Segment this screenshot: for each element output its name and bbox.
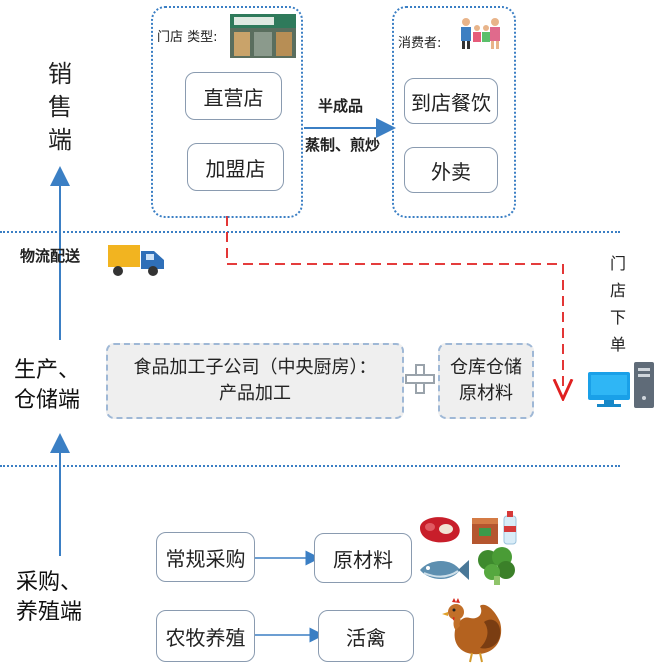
dine-in-box: 到店餐饮 (404, 78, 498, 124)
meat-icon (420, 517, 460, 543)
store-order-char: 店 (609, 281, 626, 300)
franchise-store-box: 加盟店 (187, 143, 284, 191)
tier-sales-char: 销 (48, 60, 72, 88)
store-type-label: 门店 类型: (157, 30, 218, 45)
separator-sales-production (0, 231, 620, 233)
fish-icon (420, 560, 469, 580)
warehouse-line1: 仓库仓储 (450, 357, 522, 378)
store-order-char: 单 (609, 335, 626, 354)
store-order-dashed-line (226, 216, 563, 390)
product-flow-line2: 蒸制、煎炒 (305, 136, 381, 154)
warehouse-line2: 原材料 (459, 383, 513, 404)
tier-sales-char: 售 (48, 93, 72, 121)
plus-icon (405, 364, 435, 394)
raw-materials-box: 原材料 (314, 533, 412, 583)
store-order-char: 门 (609, 254, 626, 273)
store-order-char: 下 (609, 308, 626, 327)
logistics-label: 物流配送 (20, 247, 81, 265)
consumer-group (392, 6, 516, 218)
tier-production: 生产、 仓储端 (14, 356, 80, 416)
farming-box: 农牧养殖 (156, 610, 255, 662)
warehouse-box: 仓库仓储 原材料 (438, 343, 534, 419)
tier-production-line1: 生产、 (14, 358, 81, 383)
takeout-box: 外卖 (404, 147, 498, 193)
hen-icon (442, 598, 502, 663)
separator-production-procurement (0, 465, 620, 467)
consumer-label: 消费者: (398, 36, 442, 51)
drinks-icon (472, 511, 517, 545)
truck-icon (108, 245, 164, 276)
tier-procurement-line1: 采购、 (16, 570, 83, 595)
tier-production-line2: 仓储端 (14, 388, 81, 413)
tier-procurement-line2: 养殖端 (16, 600, 83, 625)
product-flow-line1: 半成品 (318, 97, 364, 115)
regular-procurement-box: 常规采购 (156, 532, 255, 582)
store-photo-icon (230, 14, 296, 58)
tier-sales-char: 端 (48, 126, 72, 154)
computer-icon (588, 362, 654, 408)
poultry-box: 活禽 (318, 610, 414, 662)
tier-sales: 销 售 端 (46, 58, 74, 157)
central-kitchen-line2: 产品加工 (219, 383, 291, 404)
store-order-label: 门 店 下 单 (608, 250, 628, 358)
broccoli-icon (478, 547, 515, 585)
central-kitchen-box: 食品加工子公司（中央厨房）： 产品加工 (106, 343, 404, 419)
family-icon (461, 18, 500, 49)
direct-store-box: 直营店 (185, 72, 282, 120)
central-kitchen-line1: 食品加工子公司（中央厨房）： (133, 357, 377, 378)
store-type-group (151, 6, 303, 218)
tier-procurement: 采购、 养殖端 (16, 568, 82, 628)
